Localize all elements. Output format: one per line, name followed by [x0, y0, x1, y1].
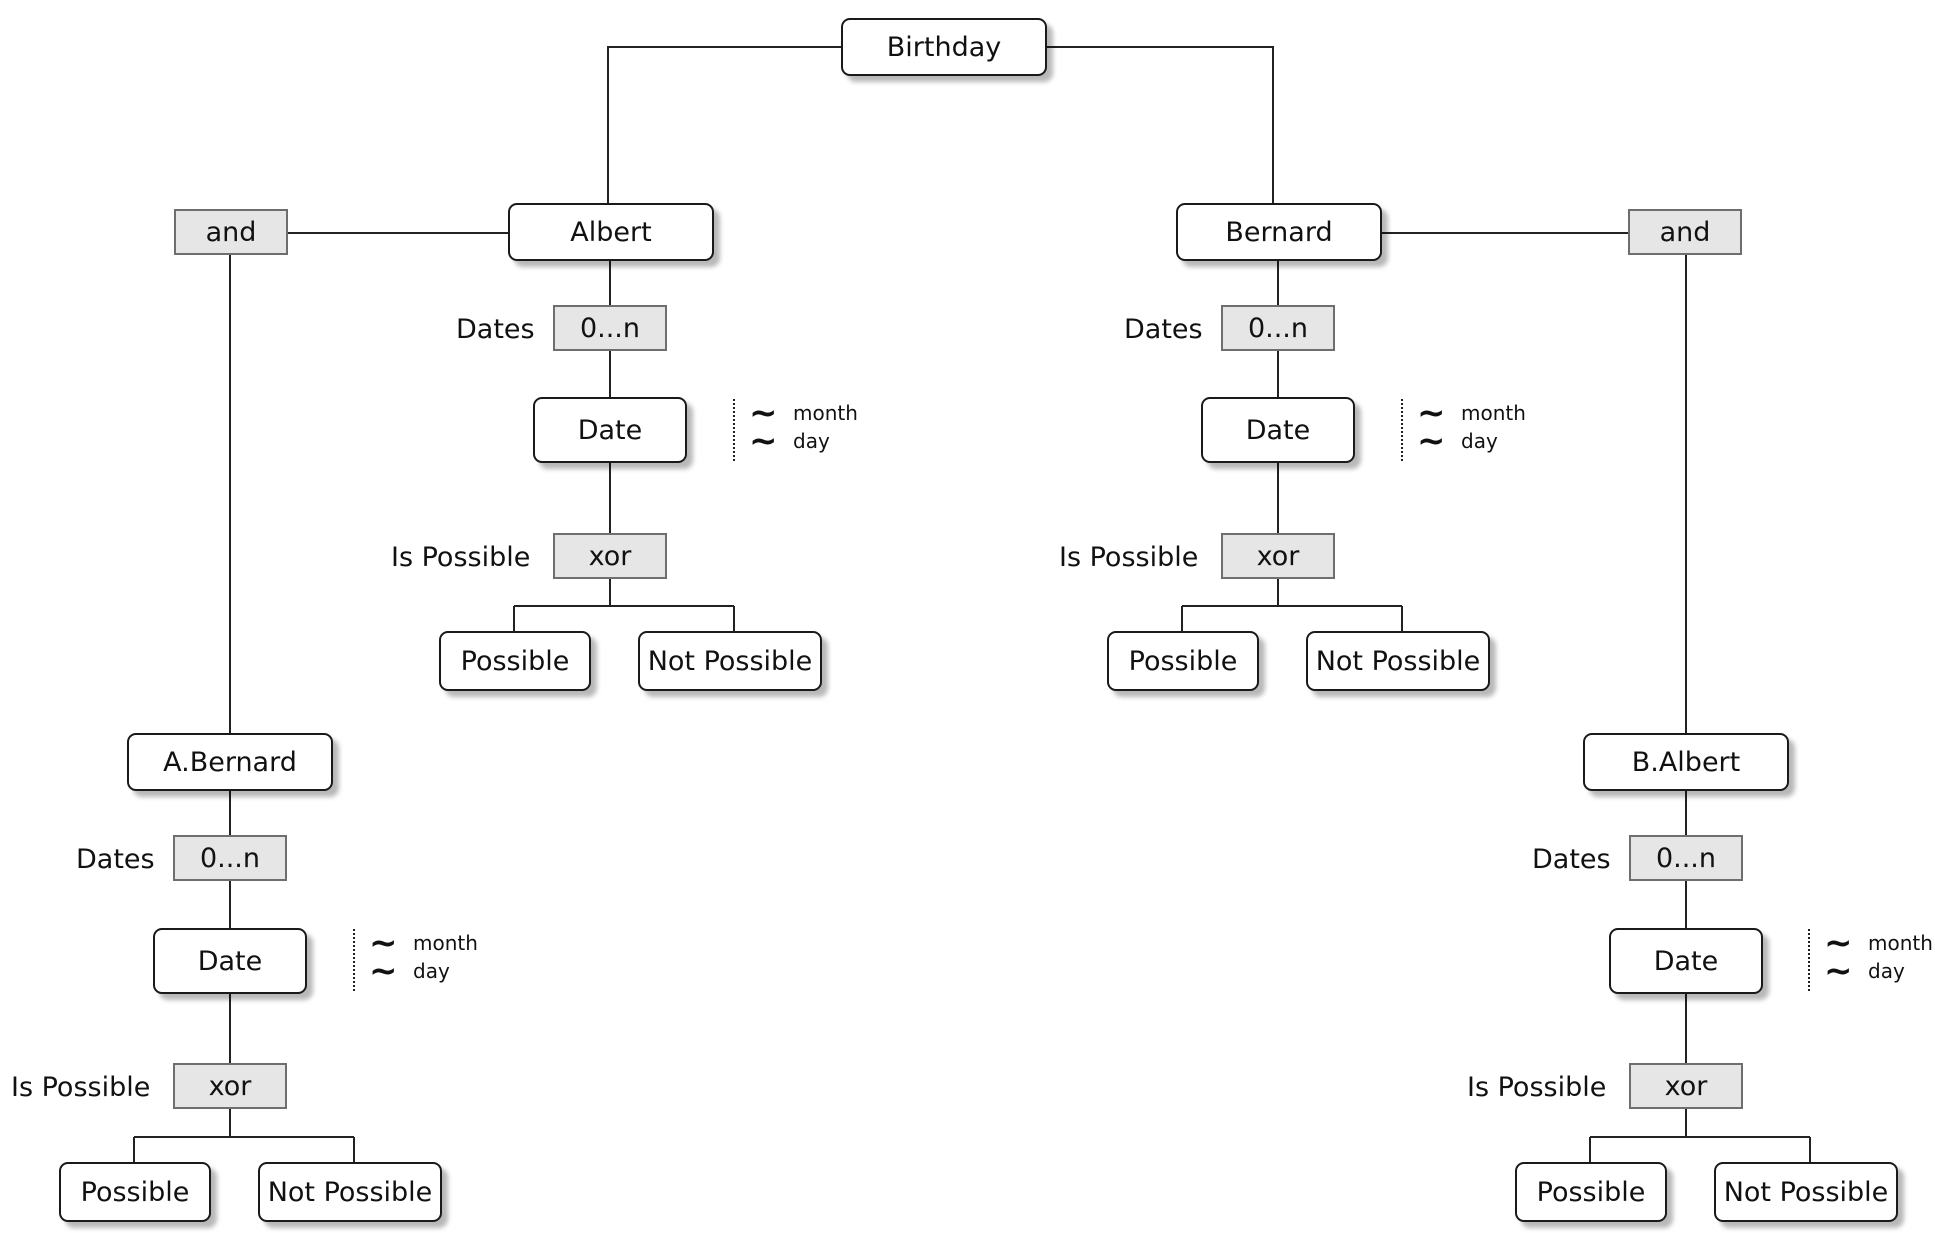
- option-possible-albert[interactable]: Possible: [439, 631, 591, 691]
- attribute-list-b-albert: ~ month ~ day: [1808, 923, 1933, 991]
- xor-operator-albert[interactable]: xor: [553, 533, 667, 579]
- entity-label: A.Bernard: [163, 746, 297, 778]
- option-label: Not Possible: [1315, 645, 1481, 677]
- option-possible-bernard[interactable]: Possible: [1107, 631, 1259, 691]
- entity-label: Albert: [570, 216, 652, 248]
- cardinality-label: 0...n: [1247, 312, 1309, 344]
- attribute-month: month: [1868, 931, 1933, 955]
- date-node-bernard[interactable]: Date: [1201, 397, 1355, 463]
- option-possible-b-albert[interactable]: Possible: [1515, 1162, 1667, 1222]
- entity-label: B.Albert: [1631, 746, 1741, 778]
- option-label: Possible: [460, 645, 570, 677]
- date-node-label: Date: [1653, 945, 1719, 977]
- xor-operator-a-bernard[interactable]: xor: [173, 1063, 287, 1109]
- root-node-birthday[interactable]: Birthday: [841, 18, 1047, 76]
- date-node-label: Date: [197, 945, 263, 977]
- is-possible-label: Is Possible: [1467, 1072, 1607, 1103]
- dates-relation-label: Dates: [76, 844, 155, 875]
- attribute-list-albert: ~ month ~ day: [733, 393, 858, 461]
- tilde-icon: ~: [1417, 421, 1446, 461]
- root-node-label: Birthday: [886, 31, 1002, 63]
- option-label: Possible: [80, 1176, 190, 1208]
- tilde-icon: ~: [1824, 951, 1853, 991]
- tilde-icon: ~: [1824, 923, 1853, 963]
- tilde-icon: ~: [749, 421, 778, 461]
- entity-node-b-albert[interactable]: B.Albert: [1583, 733, 1789, 791]
- attribute-month: month: [1461, 401, 1526, 425]
- dates-relation-label: Dates: [1532, 844, 1611, 875]
- cardinality-label: 0...n: [1655, 842, 1717, 874]
- option-not-possible-b-albert[interactable]: Not Possible: [1714, 1162, 1898, 1222]
- xor-label: xor: [588, 540, 632, 572]
- and-operator-bernard[interactable]: and: [1628, 209, 1742, 255]
- dates-relation-label: Dates: [1124, 314, 1203, 345]
- date-node-b-albert[interactable]: Date: [1609, 928, 1763, 994]
- xor-label: xor: [208, 1070, 252, 1102]
- cardinality-box-bernard[interactable]: 0...n: [1221, 305, 1335, 351]
- tilde-icon: ~: [1417, 393, 1446, 433]
- xor-operator-bernard[interactable]: xor: [1221, 533, 1335, 579]
- xor-operator-b-albert[interactable]: xor: [1629, 1063, 1743, 1109]
- option-label: Not Possible: [1723, 1176, 1889, 1208]
- option-possible-a-bernard[interactable]: Possible: [59, 1162, 211, 1222]
- option-label: Possible: [1128, 645, 1238, 677]
- date-node-albert[interactable]: Date: [533, 397, 687, 463]
- and-operator-label: and: [205, 216, 257, 248]
- and-operator-albert[interactable]: and: [174, 209, 288, 255]
- cardinality-box-a-bernard[interactable]: 0...n: [173, 835, 287, 881]
- tilde-icon: ~: [369, 923, 398, 963]
- option-not-possible-bernard[interactable]: Not Possible: [1306, 631, 1490, 691]
- date-node-label: Date: [577, 414, 643, 446]
- option-not-possible-a-bernard[interactable]: Not Possible: [258, 1162, 442, 1222]
- entity-node-bernard[interactable]: Bernard: [1176, 203, 1382, 261]
- cardinality-box-b-albert[interactable]: 0...n: [1629, 835, 1743, 881]
- entity-node-a-bernard[interactable]: A.Bernard: [127, 733, 333, 791]
- entity-label: Bernard: [1225, 216, 1333, 248]
- cardinality-label: 0...n: [579, 312, 641, 344]
- option-not-possible-albert[interactable]: Not Possible: [638, 631, 822, 691]
- attribute-list-a-bernard: ~ month ~ day: [353, 923, 478, 991]
- entity-node-albert[interactable]: Albert: [508, 203, 714, 261]
- option-label: Not Possible: [647, 645, 813, 677]
- date-node-a-bernard[interactable]: Date: [153, 928, 307, 994]
- dates-relation-label: Dates: [456, 314, 535, 345]
- date-node-label: Date: [1245, 414, 1311, 446]
- is-possible-label: Is Possible: [391, 542, 531, 573]
- option-label: Possible: [1536, 1176, 1646, 1208]
- xor-label: xor: [1664, 1070, 1708, 1102]
- attribute-month: month: [413, 931, 478, 955]
- attribute-day: day: [1461, 429, 1498, 453]
- tilde-icon: ~: [749, 393, 778, 433]
- option-label: Not Possible: [267, 1176, 433, 1208]
- attribute-day: day: [793, 429, 830, 453]
- cardinality-label: 0...n: [199, 842, 261, 874]
- and-operator-label: and: [1659, 216, 1711, 248]
- attribute-list-bernard: ~ month ~ day: [1401, 393, 1526, 461]
- xor-label: xor: [1256, 540, 1300, 572]
- attribute-month: month: [793, 401, 858, 425]
- cardinality-box-albert[interactable]: 0...n: [553, 305, 667, 351]
- is-possible-label: Is Possible: [11, 1072, 151, 1103]
- tilde-icon: ~: [369, 951, 398, 991]
- attribute-day: day: [1868, 959, 1905, 983]
- is-possible-label: Is Possible: [1059, 542, 1199, 573]
- attribute-day: day: [413, 959, 450, 983]
